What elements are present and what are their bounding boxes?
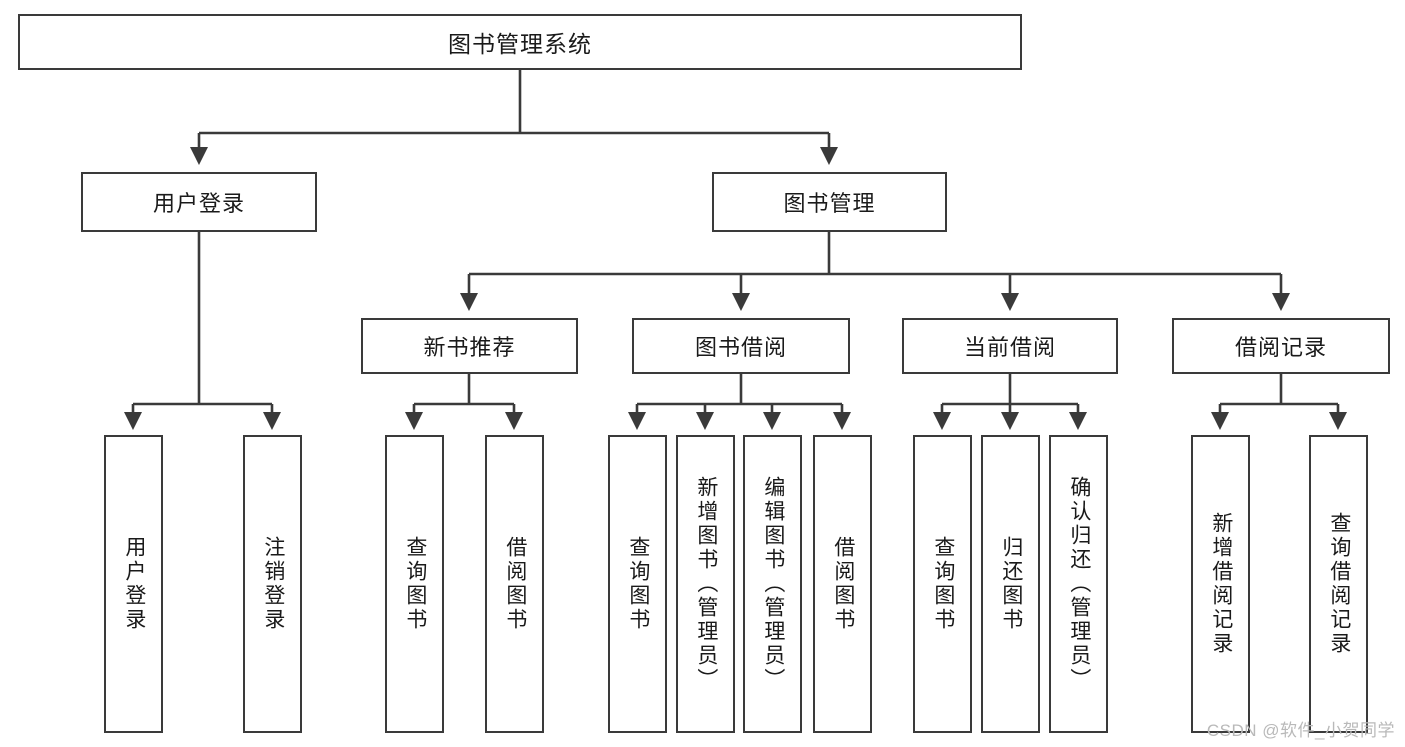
node-borrow-record-label: 借阅记录 bbox=[1234, 335, 1327, 360]
node-user-login-label: 用户登录 bbox=[152, 191, 245, 216]
node-new-book-recommend-label: 新书推荐 bbox=[423, 335, 516, 360]
node-leaf-query-book-3[interactable]: 查询图书 bbox=[913, 435, 972, 733]
node-borrow-record[interactable]: 借阅记录 bbox=[1172, 318, 1390, 374]
node-leaf-user-login-label: 用户登录 bbox=[122, 536, 146, 632]
node-book-management-label: 图书管理 bbox=[783, 191, 876, 216]
node-leaf-query-book-1-label: 查询图书 bbox=[403, 536, 427, 632]
node-leaf-return-book[interactable]: 归还图书 bbox=[981, 435, 1040, 733]
node-leaf-query-record[interactable]: 查询借阅记录 bbox=[1309, 435, 1368, 733]
node-leaf-query-book-2[interactable]: 查询图书 bbox=[608, 435, 667, 733]
node-root-book-management-system[interactable]: 图书管理系统 bbox=[18, 14, 1022, 70]
node-user-login[interactable]: 用户登录 bbox=[81, 172, 317, 232]
node-book-borrow[interactable]: 图书借阅 bbox=[632, 318, 850, 374]
watermark: CSDN @软件_小贺同学 bbox=[1206, 721, 1395, 740]
node-leaf-edit-book-label: 编辑图书（管理员） bbox=[761, 476, 785, 692]
node-leaf-add-record[interactable]: 新增借阅记录 bbox=[1191, 435, 1250, 733]
node-leaf-add-record-label: 新增借阅记录 bbox=[1209, 512, 1233, 656]
node-leaf-add-book[interactable]: 新增图书（管理员） bbox=[676, 435, 735, 733]
node-leaf-borrow-book-1-label: 借阅图书 bbox=[503, 536, 527, 632]
node-leaf-query-book-1[interactable]: 查询图书 bbox=[385, 435, 444, 733]
node-current-borrow-label: 当前借阅 bbox=[963, 335, 1056, 360]
node-leaf-query-record-label: 查询借阅记录 bbox=[1327, 512, 1351, 656]
node-leaf-edit-book[interactable]: 编辑图书（管理员） bbox=[743, 435, 802, 733]
node-leaf-confirm-return[interactable]: 确认归还（管理员） bbox=[1049, 435, 1108, 733]
node-book-management[interactable]: 图书管理 bbox=[712, 172, 947, 232]
node-leaf-query-book-3-label: 查询图书 bbox=[931, 536, 955, 632]
node-leaf-logout-login-label: 注销登录 bbox=[261, 536, 285, 632]
node-current-borrow[interactable]: 当前借阅 bbox=[902, 318, 1118, 374]
node-leaf-user-login[interactable]: 用户登录 bbox=[104, 435, 163, 733]
node-leaf-return-book-label: 归还图书 bbox=[999, 536, 1023, 632]
node-leaf-borrow-book-2-label: 借阅图书 bbox=[831, 536, 855, 632]
node-new-book-recommend[interactable]: 新书推荐 bbox=[361, 318, 578, 374]
node-leaf-add-book-label: 新增图书（管理员） bbox=[694, 476, 718, 692]
node-leaf-query-book-2-label: 查询图书 bbox=[626, 536, 650, 632]
node-leaf-borrow-book-1[interactable]: 借阅图书 bbox=[485, 435, 544, 733]
node-leaf-borrow-book-2[interactable]: 借阅图书 bbox=[813, 435, 872, 733]
node-leaf-logout-login[interactable]: 注销登录 bbox=[243, 435, 302, 733]
node-leaf-confirm-return-label: 确认归还（管理员） bbox=[1067, 476, 1091, 692]
node-root-label: 图书管理系统 bbox=[448, 31, 592, 57]
node-book-borrow-label: 图书借阅 bbox=[694, 335, 787, 360]
